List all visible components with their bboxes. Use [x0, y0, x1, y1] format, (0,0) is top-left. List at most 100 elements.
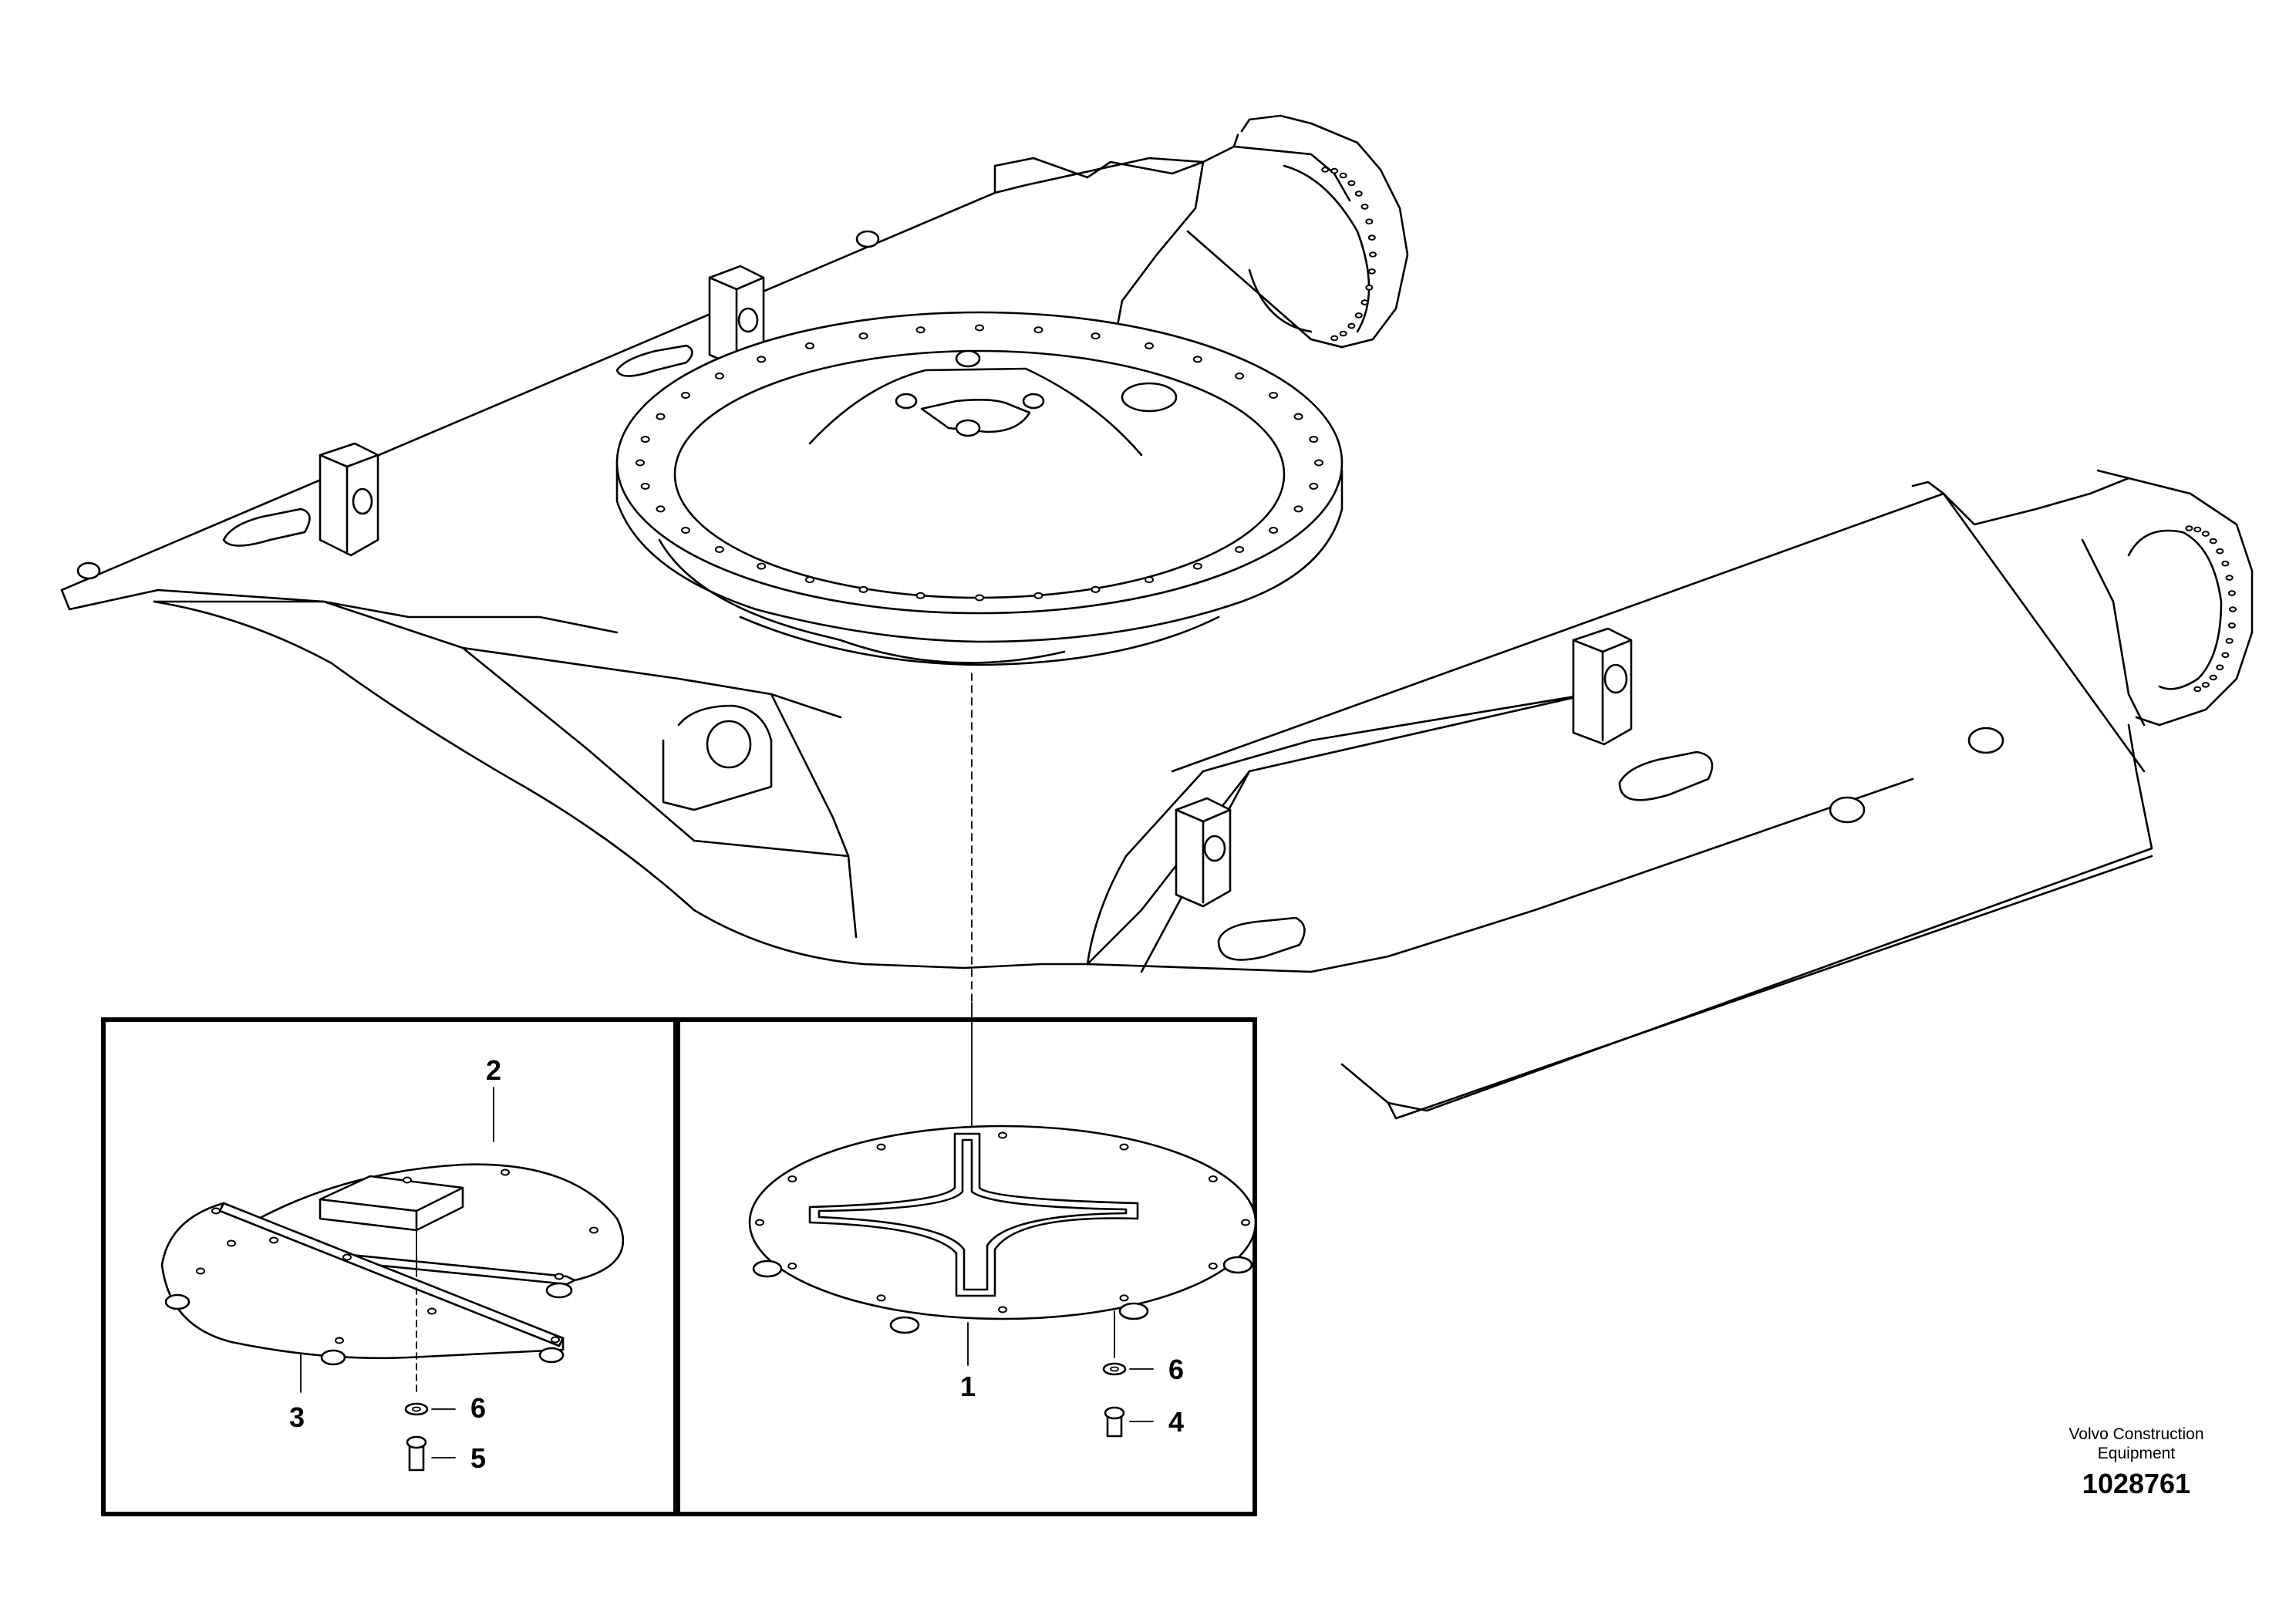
arm-bolt-hole [1354, 312, 1363, 319]
arm-bolt-hole [2201, 531, 2210, 537]
ring-bolt-hole [1309, 436, 1319, 443]
plate-bolt-hole [1119, 1294, 1129, 1302]
ring-bolt-hole [757, 356, 767, 363]
ring-bolt-hole [805, 576, 814, 584]
arm-bolt-hole [2185, 525, 2193, 531]
plate-bolt-hole [342, 1253, 352, 1261]
arm-bolt-hole [1365, 285, 1374, 291]
arm-bolt-hole [2225, 638, 2234, 644]
ring-bolt-hole [975, 594, 984, 602]
plate-bolt-hole [196, 1267, 205, 1275]
ring-bolt-hole [1314, 459, 1323, 467]
ring-bolt-hole [1033, 592, 1043, 599]
plate-bolt-hole [755, 1219, 764, 1226]
plate-bolt-hole [876, 1294, 886, 1302]
callout-4: 4 [1168, 1406, 1184, 1438]
part-1-mount-pads [752, 1256, 1253, 1334]
ring-bolt-hole [1269, 527, 1279, 534]
plate-bolt-hole [501, 1168, 510, 1176]
arm-bolt-hole [2209, 538, 2217, 545]
plate-bolt-hole [427, 1307, 437, 1315]
ring-bolt-hole [1269, 392, 1279, 399]
ring-bolt-hole [858, 332, 868, 340]
arm-bolt-hole [2227, 590, 2236, 596]
plate-bolt-hole [335, 1337, 344, 1344]
ring-bolt-hole [640, 482, 650, 490]
arm-bolt-hole [1330, 167, 1339, 174]
plate-bolt-hole [403, 1176, 412, 1184]
ring-bolt-hole [1293, 413, 1303, 420]
ring-bolt-hole [757, 562, 767, 570]
arm-bolt-hole [1347, 180, 1356, 187]
arm-bolt-hole [2201, 682, 2210, 688]
callout-3: 3 [289, 1401, 305, 1433]
ring-bolt-hole [1091, 585, 1101, 593]
plate-bolt-hole [1119, 1143, 1129, 1151]
ring-bolt-hole [1033, 326, 1043, 334]
ring-bolt-hole [640, 436, 650, 443]
ring-bolt-hole [636, 459, 645, 467]
ring-bolt-hole [1091, 332, 1101, 340]
part-2-3-bolt-holes [196, 1168, 598, 1344]
bolt-5 [406, 1435, 427, 1472]
ring-bolt-hole [1145, 342, 1154, 349]
plate-bolt-hole [551, 1336, 560, 1344]
part-3-mount-pads [164, 1293, 565, 1366]
washer-6-right [1102, 1362, 1127, 1376]
callout-5: 5 [470, 1442, 486, 1474]
arm-bolt-hole [2225, 575, 2234, 581]
undercarriage-frame [60, 114, 2254, 1120]
brand-line-2: Equipment [2098, 1445, 2176, 1462]
arm-bolt-hole [2216, 548, 2224, 555]
ring-bolt-hole [1293, 505, 1303, 513]
ring-bolt-hole [680, 527, 690, 534]
slewing-ring [615, 311, 1344, 666]
plate-bolt-hole [555, 1273, 564, 1280]
plate-bolt-hole [787, 1175, 797, 1182]
plate-bolt-hole [998, 1131, 1007, 1139]
plate-bolt-hole [998, 1306, 1007, 1313]
plate-bolt-hole [876, 1143, 886, 1151]
arm-bolt-hole [1360, 299, 1369, 305]
brand-line-1: Volvo Construction [2068, 1425, 2203, 1443]
bolt-4 [1104, 1406, 1125, 1438]
arm-bolt-hole [2216, 664, 2224, 671]
arm-bolt-hole [1367, 234, 1376, 241]
rear-arm-bolt-holes [2185, 525, 2237, 693]
ring-bolt-hole [656, 505, 666, 513]
callout-6-right: 6 [1168, 1354, 1184, 1385]
arm-bolt-hole [1354, 191, 1363, 197]
arm-bolt-hole [2229, 606, 2237, 612]
ring-bolt-hole [1309, 482, 1319, 490]
callout-2: 2 [486, 1054, 501, 1086]
arm-bolt-hole [2193, 526, 2202, 533]
arm-bolt-hole [1367, 268, 1376, 275]
plate-bolt-hole [211, 1207, 221, 1215]
ring-bolt-hole [1192, 562, 1202, 570]
ring-bolt-hole [1145, 576, 1154, 584]
arm-bolt-hole [2209, 674, 2217, 681]
ring-bolt-hole [714, 373, 724, 379]
arm-bolt-hole [1360, 204, 1369, 210]
slewing-ring-bolt-holes [636, 324, 1323, 602]
ring-bolt-hole [656, 413, 666, 420]
document-number: 1028761 [2082, 1468, 2190, 1499]
ring-bolt-hole [714, 546, 724, 553]
ring-bolt-hole [975, 324, 984, 332]
arm-bolt-hole [1339, 330, 1347, 337]
detail-box-right [676, 1017, 1257, 1516]
arm-bolt-hole [2227, 622, 2236, 629]
arm-bolt-hole [1347, 322, 1356, 329]
arm-bolt-hole [1339, 172, 1347, 179]
ring-bolt-hole [858, 585, 868, 593]
plate-bolt-hole [269, 1236, 278, 1244]
plate-bolt-hole [1208, 1263, 1218, 1270]
plate-bolt-hole [1208, 1175, 1218, 1182]
ring-bolt-hole [680, 392, 690, 399]
plate-bolt-hole [1241, 1219, 1250, 1226]
callout-1: 1 [960, 1371, 976, 1402]
washer-6-left [404, 1402, 429, 1416]
part-1-bolt-holes [755, 1131, 1250, 1313]
callout-6-left: 6 [470, 1392, 486, 1424]
